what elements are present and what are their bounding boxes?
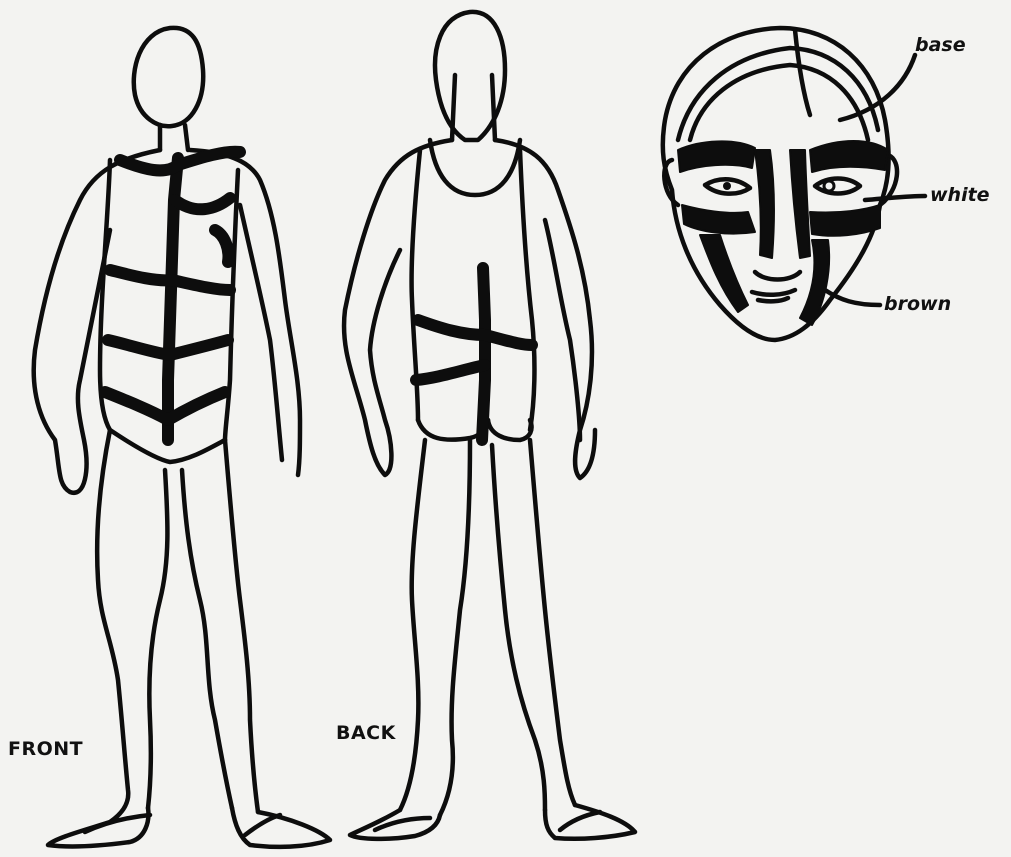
brown-callout-label: brown	[884, 295, 951, 314]
white-callout-label: white	[930, 186, 990, 205]
cheek-stripe-left	[700, 235, 748, 312]
callout-line-base	[840, 55, 915, 120]
front-head	[134, 28, 203, 126]
front-right-leg	[182, 470, 232, 808]
brow-paint-right	[810, 141, 888, 172]
back-left-arm	[344, 140, 452, 475]
front-view-label: FRONT	[8, 740, 83, 759]
eye-right	[815, 179, 860, 194]
base-callout-label: base	[915, 36, 966, 55]
back-left-leg	[400, 440, 425, 810]
front-right-arm	[190, 150, 300, 475]
brow-paint-left	[678, 141, 755, 172]
callout-line-white	[865, 196, 925, 200]
back-center-stripe	[482, 268, 485, 440]
front-left-arm	[34, 150, 160, 493]
back-view-label: BACK	[336, 724, 396, 743]
front-figure	[34, 28, 330, 847]
back-figure	[344, 12, 635, 839]
front-left-leg	[97, 430, 128, 822]
